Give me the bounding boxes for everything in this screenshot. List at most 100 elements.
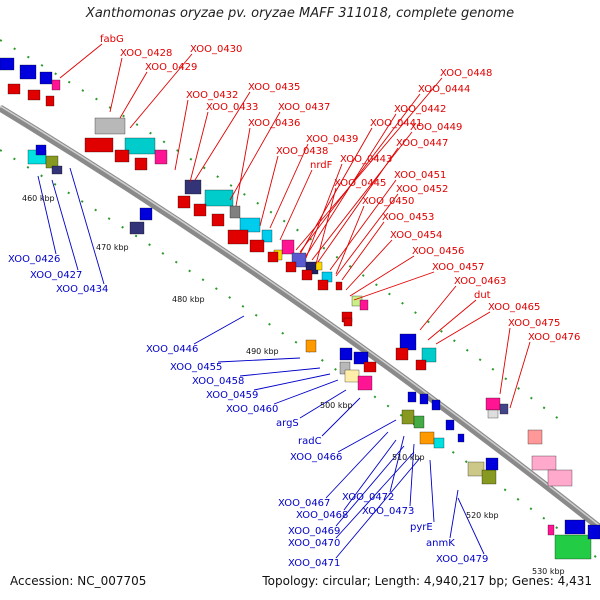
gene-label-reverse: XOO_0468 [296,510,348,521]
leader-line [335,193,399,277]
gene-feature [7,83,21,95]
gene-feature [249,239,265,253]
gene-feature [35,144,47,156]
gene-label-forward: XOO_0451 [394,170,446,181]
leader-line [311,131,413,261]
gene-feature [399,333,417,351]
gene-feature [39,71,53,85]
gene-feature [587,524,600,540]
gene-label-forward: XOO_0443 [340,154,392,165]
leader-line [435,311,491,345]
leader-line [69,167,105,285]
gene-label-forward: XOO_0452 [396,184,448,195]
gene-label-reverse: anmK [426,538,455,549]
gene-feature [177,195,191,209]
leader-line [217,357,301,363]
gene-label-forward: XOO_0463 [454,276,506,287]
leader-line [389,435,405,493]
leader-line [273,379,339,405]
leader-line [317,147,399,263]
gene-feature [363,361,377,373]
gene-feature [184,179,202,195]
leader-line [457,497,485,555]
leader-line [321,397,361,437]
gene-label-reverse: pyrE [410,522,433,533]
gene-label-forward: XOO_0435 [248,82,300,93]
gene-label-reverse: XOO_0460 [226,404,278,415]
leader-line [174,99,189,171]
gene-feature [114,149,130,163]
leader-line [427,299,477,341]
gene-feature [485,457,499,471]
gene-feature [527,429,543,445]
gene-label-forward: XOO_0433 [206,102,258,113]
gene-feature [499,403,509,415]
gene-feature [139,207,153,221]
gene-label-forward: XOO_0442 [394,104,446,115]
leader-line [329,179,397,271]
scale-label: 490 kbp [246,347,279,356]
gene-feature [485,397,501,411]
leader-line [335,457,421,559]
gene-feature [51,79,61,91]
leader-line [409,443,415,507]
gene-label-forward: XOO_0437 [278,102,330,113]
gene-feature [45,95,55,107]
gene-feature [193,203,207,217]
gene-label-reverse: XOO_0455 [170,362,222,373]
gene-label-forward: XOO_0436 [248,118,300,129]
scale-label: 510 kbp [392,453,425,462]
gene-label-reverse: XOO_0470 [288,538,340,549]
leader-line [449,489,459,539]
leader-line [129,53,193,129]
gene-feature [547,524,555,536]
gene-label-reverse: XOO_0426 [8,254,60,265]
leader-line [51,179,79,271]
gene-feature [281,239,295,255]
gene-label-reverse: XOO_0434 [56,284,108,295]
gene-feature [395,347,409,361]
leader-line [253,373,331,391]
gene-label-forward: XOO_0441 [370,118,422,129]
gene-label-forward: XOO_0447 [396,138,448,149]
leader-line [335,205,365,275]
gene-label-forward: XOO_0445 [334,178,386,189]
gene-feature [433,437,445,449]
map-title: Xanthomonas oryzae pv. oryzae MAFF 31101… [85,6,515,21]
gene-label-forward: fabG [100,34,124,45]
gene-label-forward: XOO_0454 [390,230,442,241]
gene-label-forward: XOO_0449 [410,122,462,133]
leader-line [119,71,148,119]
gene-label-reverse: XOO_0446 [146,344,198,355]
leader-line [419,285,457,331]
gene-feature [353,351,369,365]
gene-label-reverse: XOO_0467 [278,498,330,509]
gene-feature [407,391,417,403]
gene-feature [415,359,427,371]
upper-dot-track [0,39,561,421]
gene-label-forward: XOO_0429 [145,62,197,73]
scale-label: 480 kbp [172,295,205,304]
gene-feature [564,519,586,535]
leader-line [193,315,245,345]
gene-label-reverse: XOO_0472 [342,492,394,503]
gene-label-reverse: XOO_0479 [436,554,488,565]
gene-feature [134,157,148,171]
gene-feature [305,339,317,353]
gene-feature [261,229,273,243]
gene-label-forward: XOO_0438 [276,146,328,157]
leader-line [299,389,347,419]
leader-line [37,175,57,255]
gene-label-forward: XOO_0475 [508,318,560,329]
gene-feature [267,251,279,263]
leader-line [59,43,103,79]
gene-feature [335,281,343,291]
gene-feature [84,137,114,153]
gene-feature [357,375,373,391]
leader-lines [37,43,531,559]
gene-label-forward: XOO_0465 [488,302,540,313]
leader-line [335,445,405,527]
leader-line [429,459,435,523]
gene-label-reverse: XOO_0469 [288,526,340,537]
gene-feature [339,347,353,361]
